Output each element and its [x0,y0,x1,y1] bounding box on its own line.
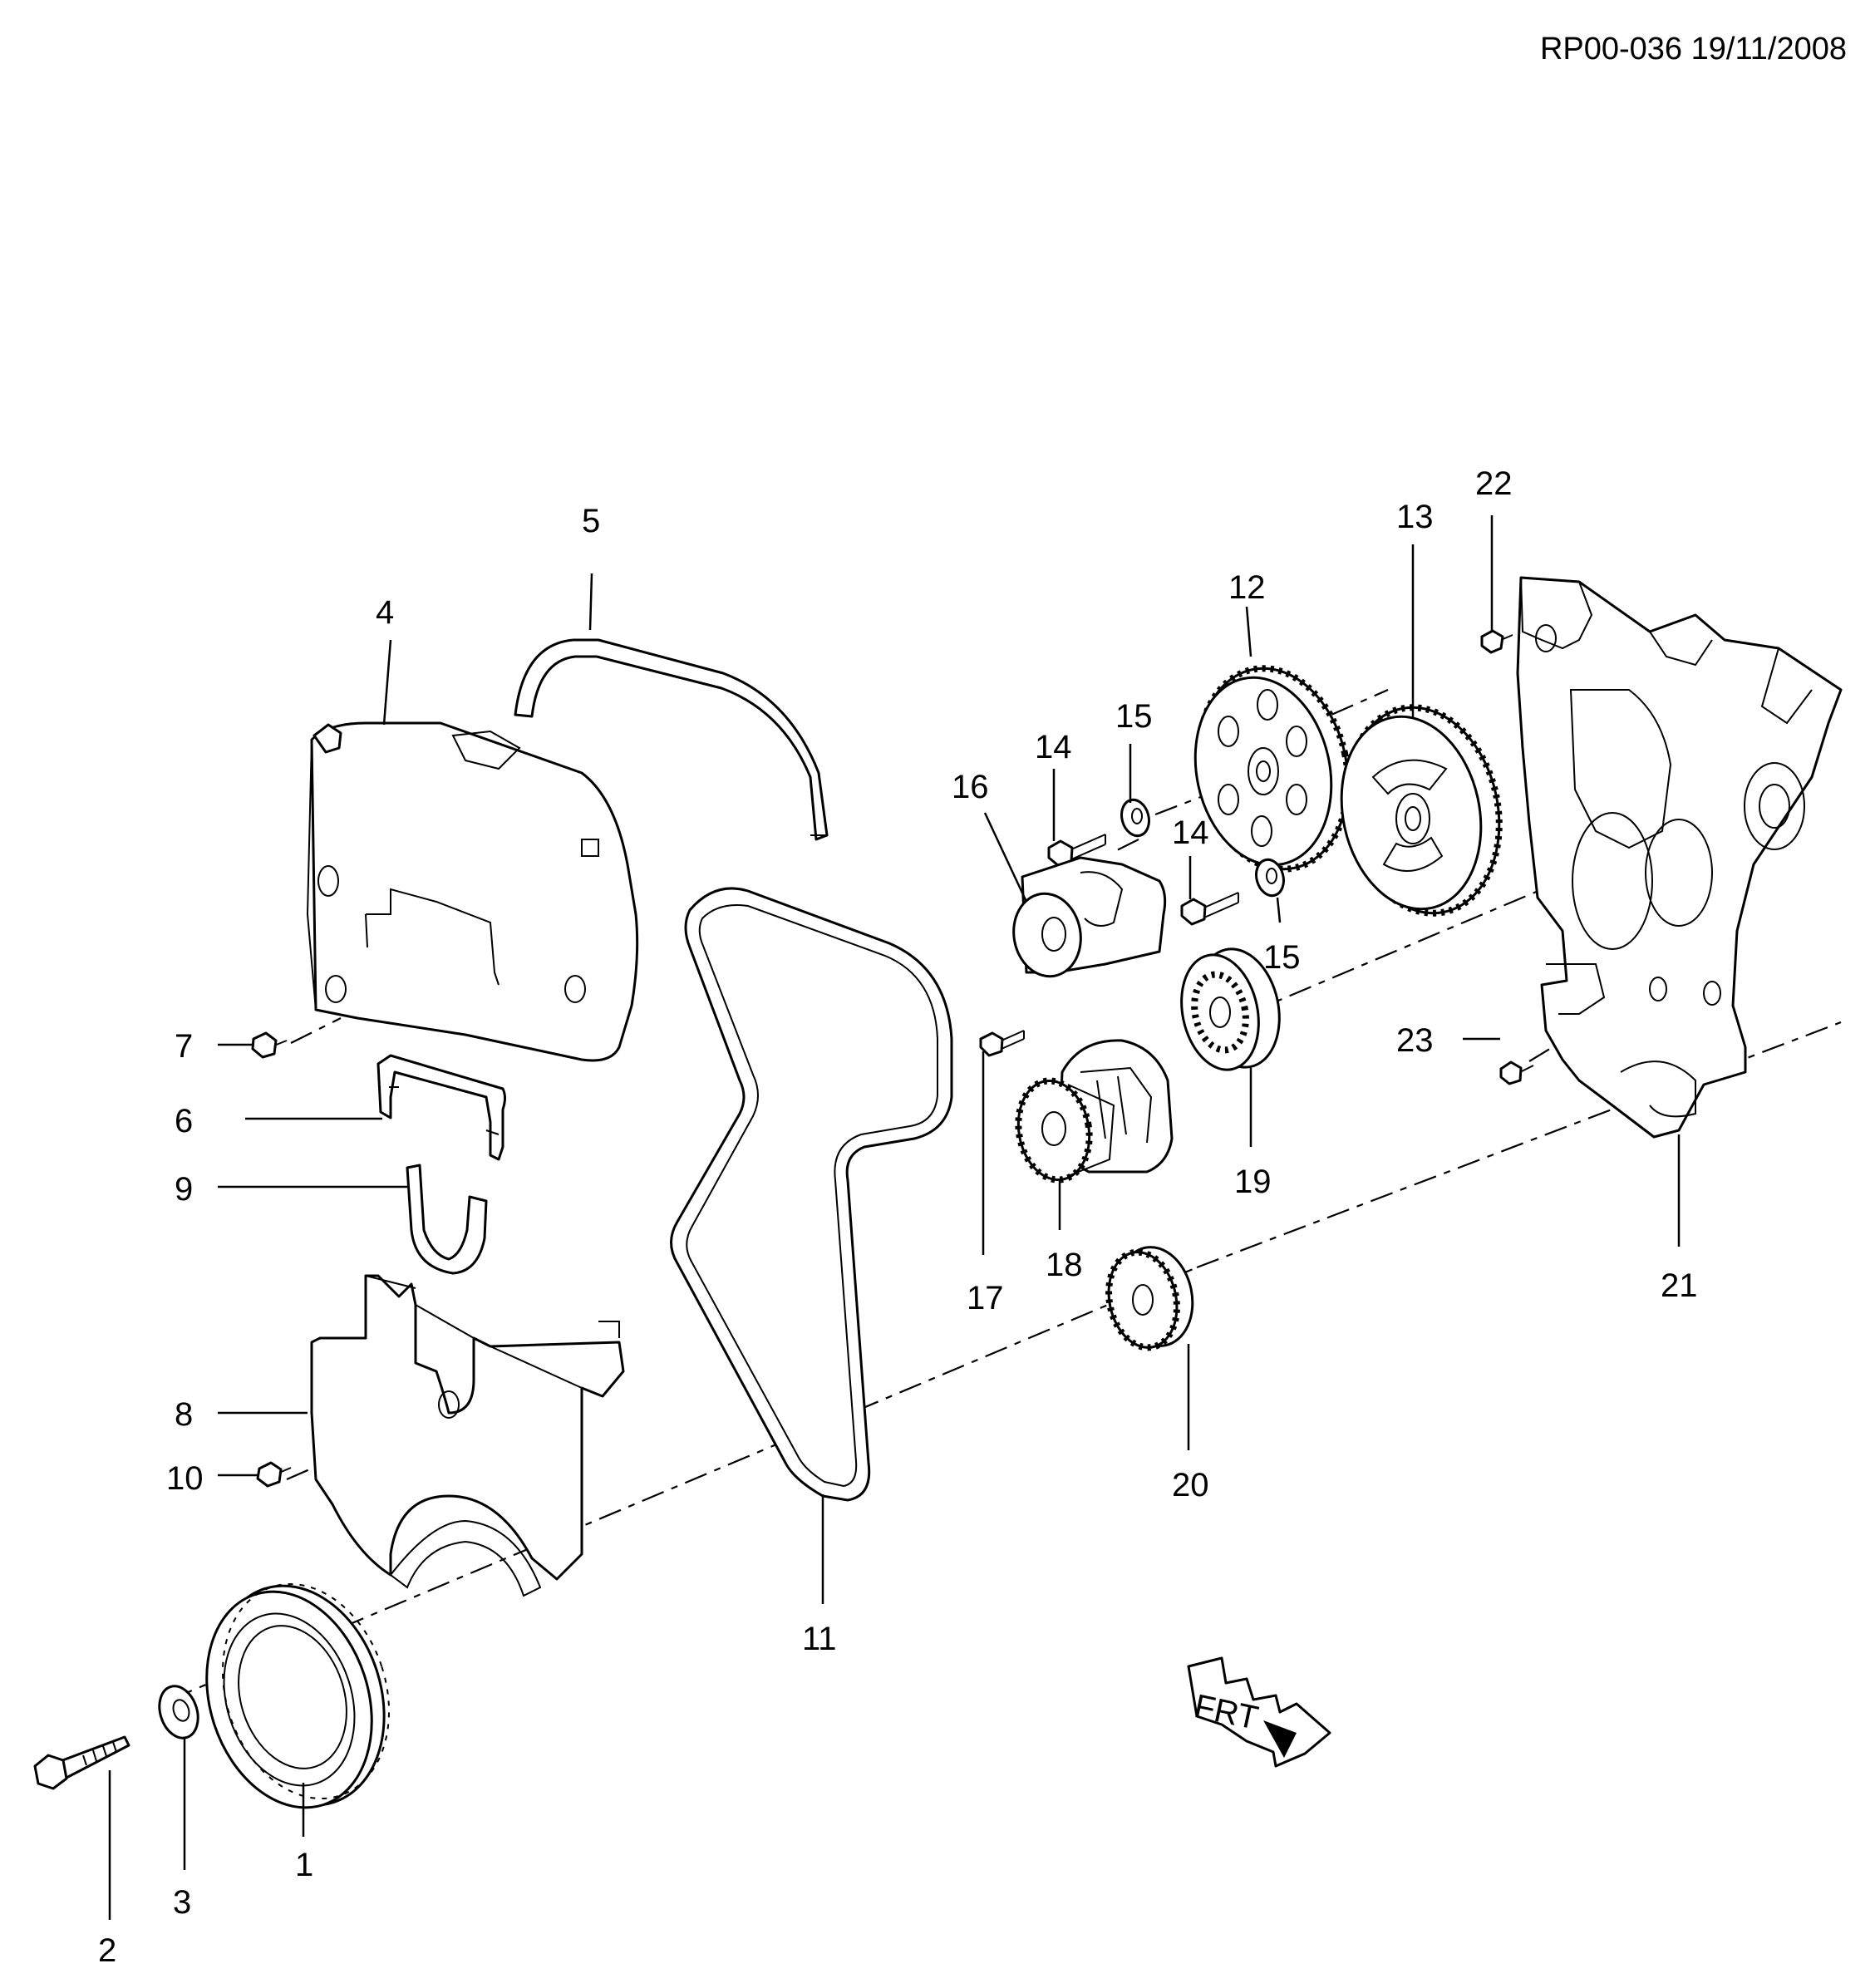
callout-leaders [108,515,1681,1920]
water-pump [1015,1039,1174,1183]
callout-6: 6 [175,1103,193,1139]
callout-4: 4 [376,594,394,631]
callout-20: 20 [1172,1467,1209,1503]
callout-1: 1 [295,1847,313,1883]
callout-7: 7 [175,1028,193,1065]
callout-15b: 15 [1263,939,1301,976]
rear-timing-cover [1516,576,1843,1139]
callout-11: 11 [802,1621,837,1657]
water-pump-bolt-17 [979,1030,1025,1057]
callout-5: 5 [582,503,600,539]
timing-belt [670,887,953,1502]
callout-3: 3 [173,1884,191,1921]
crankshaft-pulley-washer [158,1685,199,1740]
camshaft-washer-upper [1120,798,1150,838]
callout-2: 2 [98,1932,116,1969]
lower-timing-cover [310,1274,625,1597]
cover-gasket [376,1054,506,1161]
callout-8: 8 [175,1396,193,1433]
callout-14a: 14 [1035,729,1072,765]
crankshaft-pulley [205,1583,390,1809]
callout-9: 9 [175,1171,193,1208]
cover-bolt-7 [251,1031,288,1059]
document-reference: RP00-036 19/11/2008 [1539,32,1847,66]
callout-21: 21 [1661,1267,1698,1304]
crankshaft-pulley-bolt [33,1735,130,1790]
callout-17: 17 [967,1280,1004,1316]
camshaft-washer-lower [1255,858,1285,898]
idler-pulley [1180,947,1281,1071]
cover-bolt-10 [256,1461,292,1488]
callout-16: 16 [952,769,989,805]
rear-cover-bolt-23 [1499,1060,1534,1085]
upper-cover-seal [514,638,829,841]
callout-15a: 15 [1115,698,1153,735]
crankshaft-sprocket [1105,1246,1194,1351]
callout-13: 13 [1396,499,1434,535]
callout-14b: 14 [1172,814,1209,851]
camshaft-sprocket-12 [1193,665,1351,873]
callout-19: 19 [1234,1164,1272,1200]
camshaft-sprocket-13 [1340,704,1503,917]
callout-10: 10 [166,1460,204,1497]
camshaft-bolt-lower [1180,892,1239,926]
lower-cover-gasket [406,1164,488,1275]
callout-12: 12 [1228,569,1266,606]
upper-timing-cover [306,721,639,1062]
callout-23: 23 [1396,1022,1434,1059]
front-direction-marker: FRT [1187,1656,1331,1768]
rear-cover-bolt-22 [1480,629,1513,654]
belt-tensioner [1012,856,1167,978]
callout-18: 18 [1046,1247,1083,1283]
callout-labels: 1 2 3 4 5 6 7 8 9 10 11 12 13 14 14 15 1… [98,465,1698,1969]
callout-22: 22 [1475,465,1513,502]
